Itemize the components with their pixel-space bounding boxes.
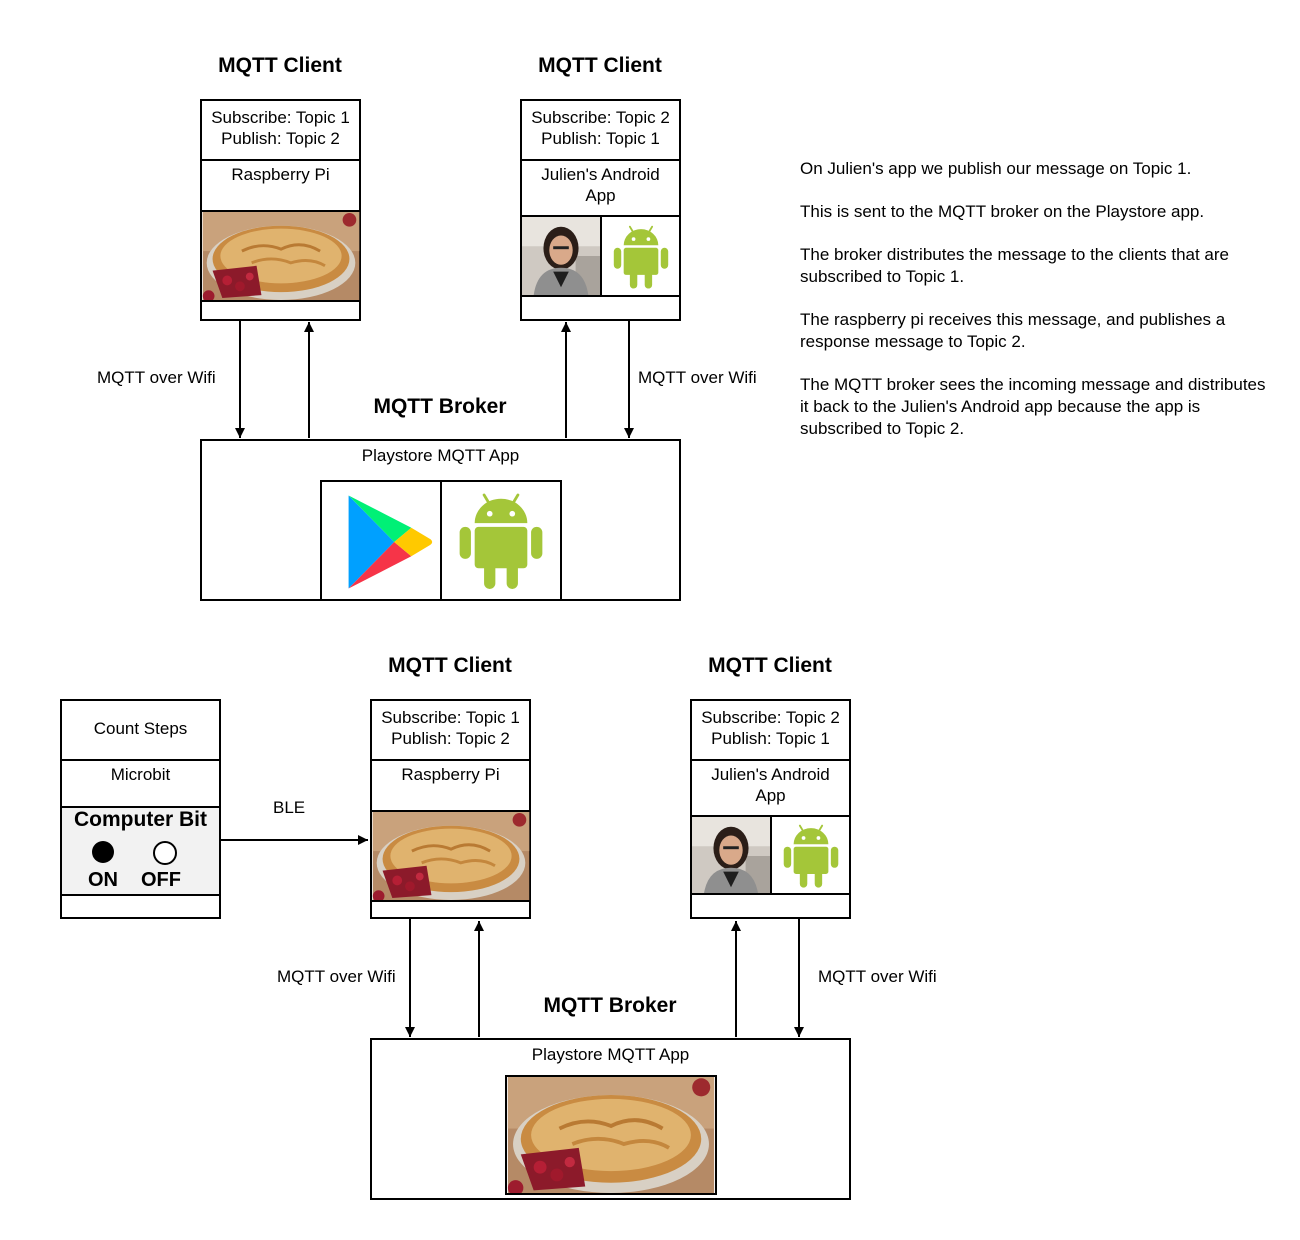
topics-cell: Subscribe: Topic 1 Publish: Topic 2 [202,101,359,161]
play-store-tile [320,480,442,601]
topics-cell: Subscribe: Topic 2 Publish: Topic 1 [692,701,849,761]
android-tile [440,480,562,601]
device-label: Microbit [110,765,171,784]
computer-bit-widget: Computer Bit ON OFF [62,808,219,896]
spacer [202,300,359,302]
link-label: MQTT over Wifi [818,967,937,986]
topics-cell: Subscribe: Topic 2 Publish: Topic 1 [522,101,679,161]
raspberry-pi-client: Subscribe: Topic 1 Publish: Topic 2 Rasp… [370,699,531,919]
device-cell: Raspberry Pi [202,161,359,212]
widget-title: Computer Bit [74,808,207,831]
on-radio[interactable] [92,841,114,863]
android-icon [610,223,672,291]
explanation-step: This is sent to the MQTT broker on the P… [800,202,1205,221]
julien-photo [692,817,772,895]
device-cell: Microbit [62,761,219,808]
broker-title: MQTT Broker [373,395,507,418]
explanation-step: The broker distributes the message to th… [800,245,1230,286]
explanation-step: The raspberry pi receives this message, … [800,310,1226,351]
publish-label: Publish: Topic 1 [711,729,830,748]
ble-label: BLE [273,798,306,817]
link-label: MQTT over Wifi [97,368,216,387]
subscribe-label: Subscribe: Topic 1 [381,708,520,727]
client-title: MQTT Client [388,654,512,677]
explanation-step: On Julien's app we publish our message o… [800,159,1192,178]
spacer [522,295,679,297]
broker-label: Playstore MQTT App [531,1045,690,1064]
broker-label: Playstore MQTT App [361,446,520,465]
device-cell: Julien's Android App [522,161,679,217]
device-label: Raspberry Pi [401,765,500,784]
broker-title: MQTT Broker [543,994,677,1017]
client-title: MQTT Client [538,54,662,77]
spacer [372,900,529,902]
spacer [692,893,849,895]
client-title: MQTT Client [218,54,342,77]
device-cell: Raspberry Pi [372,761,529,812]
on-label: ON [88,869,118,891]
microbit-box: Count Steps Microbit Computer Bit ON OFF [60,699,221,919]
client-title: MQTT Client [708,654,832,677]
android-icon [780,821,842,891]
raspberry-pie-image [372,812,530,900]
header-cell: Count Steps [62,701,219,761]
publish-label: Publish: Topic 2 [391,729,510,748]
off-radio[interactable] [153,841,177,865]
link-label: MQTT over Wifi [638,368,757,387]
link-label: MQTT over Wifi [277,967,396,986]
topics-cell: Subscribe: Topic 1 Publish: Topic 2 [372,701,529,761]
device-label: Julien's Android App [541,165,660,205]
spacer [62,894,219,896]
broker-pie-tile [505,1075,717,1195]
play-store-icon [348,495,433,589]
explanation-text: On Julien's app we publish our message o… [800,158,1275,461]
android-app-client: Subscribe: Topic 2 Publish: Topic 1 Juli… [520,99,681,321]
android-icon [458,493,544,591]
raspberry-pi-client: Subscribe: Topic 1 Publish: Topic 2 Rasp… [200,99,361,321]
publish-label: Publish: Topic 2 [221,129,340,148]
subscribe-label: Subscribe: Topic 1 [211,108,350,127]
publish-label: Publish: Topic 1 [541,129,660,148]
broker-box: Playstore MQTT App [200,439,681,601]
count-steps-label: Count Steps [93,719,188,738]
off-label: OFF [141,869,181,891]
broker-box: Playstore MQTT App [370,1038,851,1200]
raspberry-pie-image [507,1077,715,1193]
explanation-step: The MQTT broker sees the incoming messag… [800,375,1266,438]
device-label: Julien's Android App [711,765,830,805]
julien-photo [522,217,602,295]
subscribe-label: Subscribe: Topic 2 [531,108,670,127]
device-cell: Julien's Android App [692,761,849,817]
android-app-client: Subscribe: Topic 2 Publish: Topic 1 Juli… [690,699,851,919]
raspberry-pie-image [202,212,360,300]
subscribe-label: Subscribe: Topic 2 [701,708,840,727]
device-label: Raspberry Pi [231,165,330,184]
